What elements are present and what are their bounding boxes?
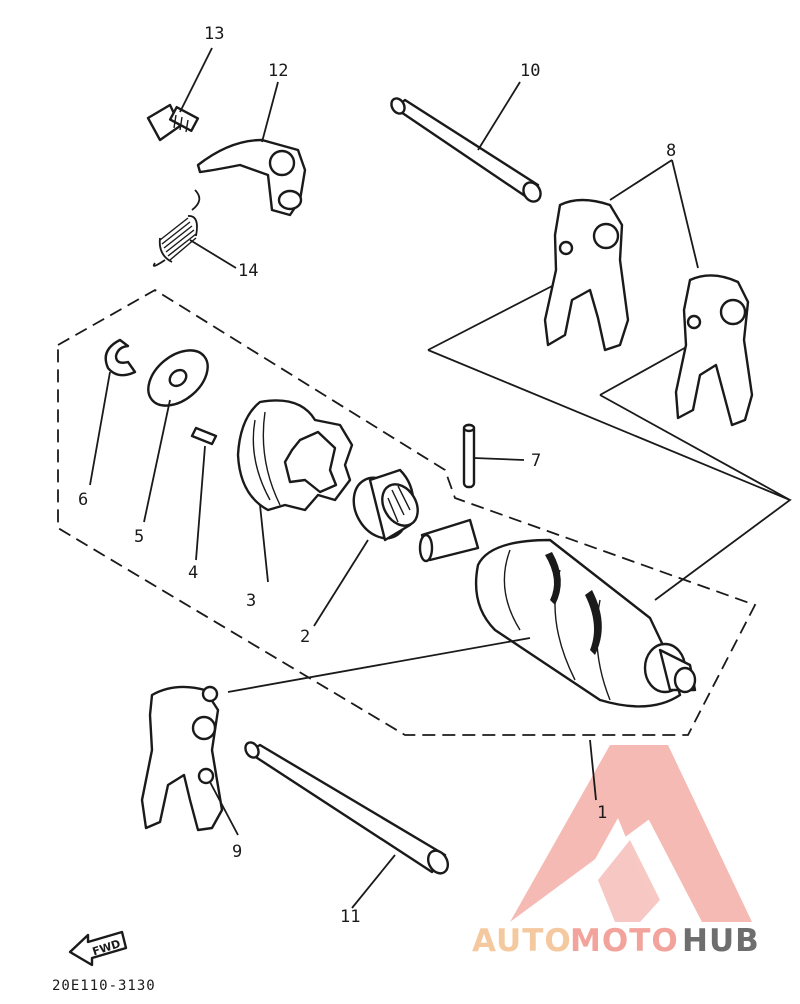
watermark-text-auto: AUTO: [472, 923, 572, 959]
shift-fork-part-9: [140, 685, 224, 832]
callout-2: 2: [300, 627, 310, 647]
callout-5: 5: [134, 527, 144, 547]
callout-14: 14: [238, 261, 258, 281]
callout-12: 12: [268, 61, 288, 81]
fork-group-outline: [427, 282, 792, 601]
dowel-pin-part-4: [190, 426, 218, 446]
callout-9: 9: [232, 842, 242, 862]
watermark-logo: [510, 745, 752, 922]
callout-4: 4: [188, 563, 198, 583]
leader-lines: [89, 47, 699, 909]
circlip-part-6: [104, 338, 137, 377]
bolt-part-13: [146, 103, 200, 142]
guide-bar-part-10: [390, 97, 542, 203]
watermark-text-moto: MOTO: [570, 923, 679, 959]
callout-11: 11: [340, 907, 360, 927]
callout-1: 1: [597, 803, 607, 823]
guide-bar-part-11: [244, 741, 450, 875]
stopper-lever-part-12: [196, 138, 307, 217]
watermark-text-hub: HUB: [682, 923, 760, 959]
segment-part-3: [236, 399, 354, 512]
callout-13: 13: [204, 24, 224, 44]
callout-6: 6: [78, 490, 88, 510]
pin-part-7: [462, 423, 476, 489]
shift-drum-part-1: [418, 518, 697, 708]
shift-fork-part-8a: [543, 198, 630, 352]
spring-part-14: [152, 189, 201, 267]
bearing-part-2: [352, 468, 419, 542]
shift-fork-part-8b: [674, 274, 754, 427]
callout-10: 10: [520, 61, 540, 81]
drawing-code: 20E110-3130: [52, 978, 156, 994]
fwd-arrow-icon: [68, 930, 128, 967]
washer-part-5: [147, 349, 209, 407]
callout-3: 3: [246, 591, 256, 611]
callout-7: 7: [531, 451, 541, 471]
callout-8: 8: [666, 141, 676, 161]
assembly-outline: [57, 288, 757, 736]
